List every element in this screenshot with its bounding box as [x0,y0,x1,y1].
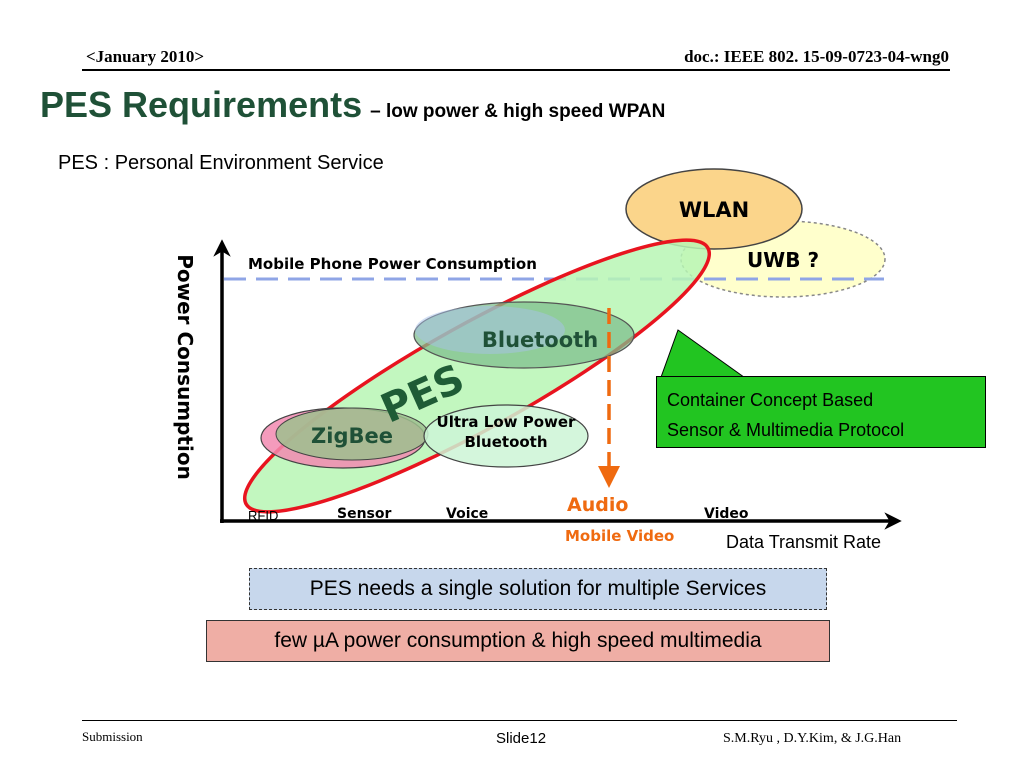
uwb-label: UWB ? [747,248,819,272]
mobile-power-label: Mobile Phone Power Consumption [248,255,537,273]
audio-arrow-head [598,466,620,488]
bluetooth-bubble-tint [415,306,565,354]
x-category-voice: Voice [446,506,488,522]
slide-title-main: PES Requirements [40,84,363,125]
callout-line-2: Sensor & Multimedia Protocol [667,420,905,440]
callout-line-1: Container Concept Based [667,390,874,410]
callout-pointer [659,329,750,381]
slide-subtitle: PES : Personal Environment Service [58,152,384,174]
footer-submission: Submission [82,729,143,744]
x-category-video: Video [704,506,749,522]
x-category-rfid: RFID [248,508,278,523]
header-doc-id: doc.: IEEE 802. 15-09-0723-04-wng0 [684,47,949,66]
single-solution-box: PES needs a single solution for multiple… [249,568,827,610]
y-axis-label: Power Consumption [173,254,197,480]
header-date: <January 2010> [86,47,205,66]
slide-title: PES Requirements – low power & high speed… [40,84,665,126]
bluetooth-label: Bluetooth [482,328,598,352]
x-category-sensor: Sensor [337,506,391,522]
footer-authors: S.M.Ryu , D.Y.Kim, & J.G.Han [723,731,902,746]
header-rule [82,69,950,71]
zigbee-label: ZigBee [311,424,393,448]
ulp-label-line2: Bluetooth [464,433,547,451]
container-concept-callout: Container Concept Based Sensor & Multime… [656,376,986,448]
x-axis-label: Data Transmit Rate [726,532,881,552]
audio-label: Audio [567,494,628,516]
ulp-bluetooth-bubble [423,404,589,468]
ulp-label-line1: Ultra Low Power [437,413,577,431]
power-consumption-box: few µA power consumption & high speed mu… [206,620,830,662]
slide-title-sub: – low power & high speed WPAN [370,101,666,122]
footer-slide-number: Slide12 [496,730,547,747]
footer-rule [82,720,957,721]
wlan-label: WLAN [679,198,749,222]
mobile-video-label: Mobile Video [565,527,674,545]
wlan-bubble [625,168,803,250]
